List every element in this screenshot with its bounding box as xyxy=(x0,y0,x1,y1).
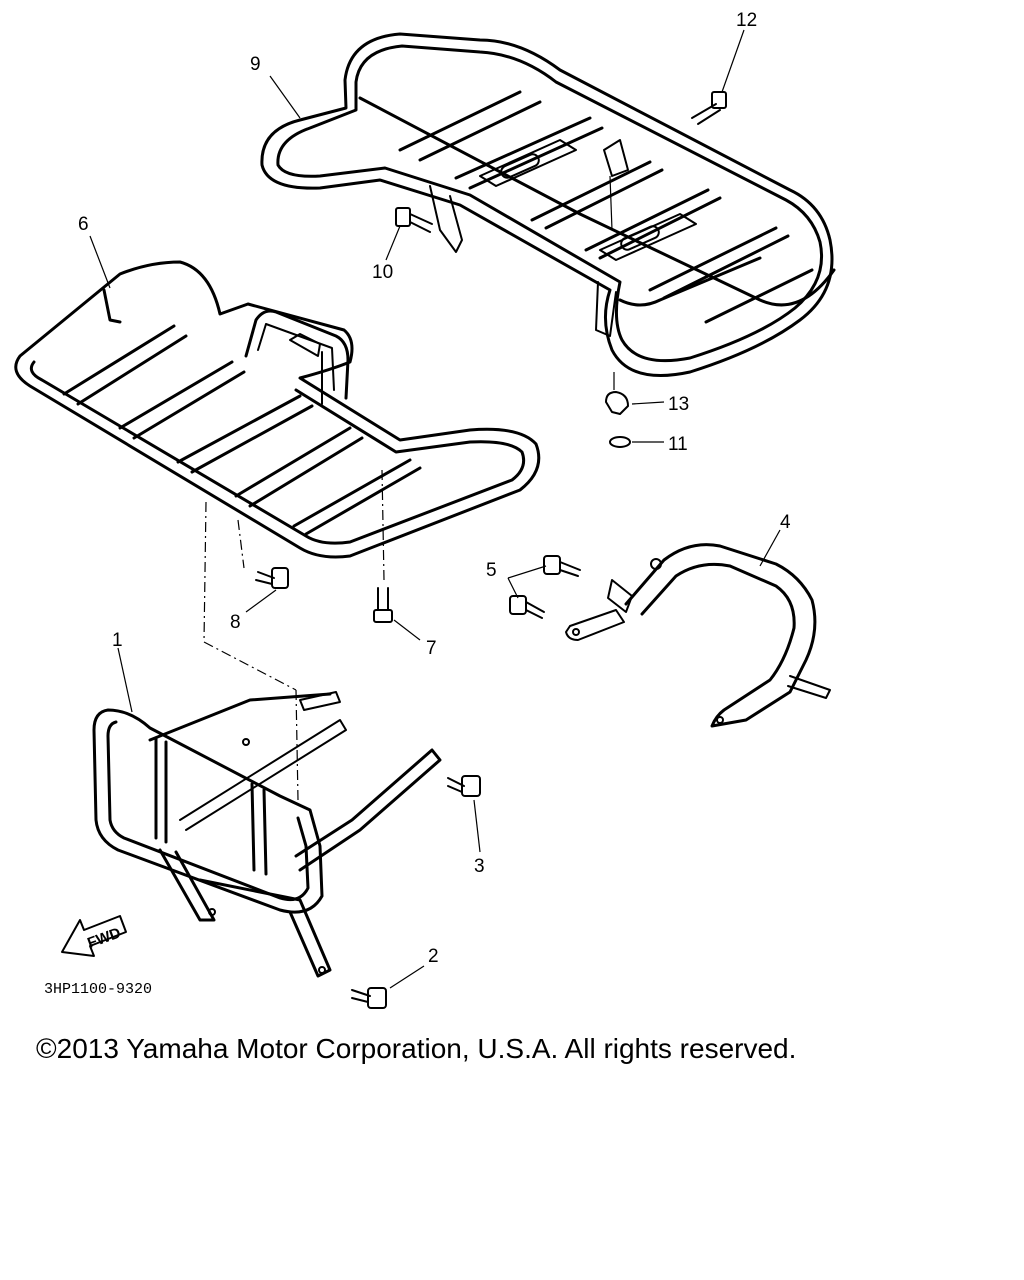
callout-2: 2 xyxy=(428,946,439,967)
bolt-part-10 xyxy=(385,207,433,261)
copyright-notice: ©2013 Yamaha Motor Corporation, U.S.A. A… xyxy=(36,1033,797,1064)
callout-1: 1 xyxy=(112,630,123,651)
pin-part-11 xyxy=(609,436,664,448)
bolt-part-2 xyxy=(351,965,425,1009)
part-code: 3HP1100-9320 xyxy=(44,981,152,998)
bolts-part-5 xyxy=(507,555,581,619)
callout-9: 9 xyxy=(250,54,261,75)
callout-10: 10 xyxy=(372,262,393,283)
callout-8: 8 xyxy=(230,612,241,633)
callout-11: 11 xyxy=(668,434,688,455)
bolt-part-7 xyxy=(373,469,421,641)
bolt-part-8 xyxy=(237,519,289,613)
front-guard-part-1 xyxy=(92,647,442,978)
stay-part-4 xyxy=(565,529,831,728)
callout-12: 12 xyxy=(736,10,757,31)
collar-part-13 xyxy=(605,372,665,415)
callout-3: 3 xyxy=(474,856,485,877)
callout-4: 4 xyxy=(780,512,791,533)
callout-13: 13 xyxy=(668,394,689,415)
parts-diagram: FWD 12 9 6 10 13 11 4 5 8 7 1 3 2 3HP110… xyxy=(14,10,836,1009)
bolt-part-3 xyxy=(447,775,481,853)
front-carrier-part-6 xyxy=(14,260,541,559)
callout-6: 6 xyxy=(78,214,89,235)
callout-7: 7 xyxy=(426,638,437,659)
fwd-arrow-icon: FWD xyxy=(61,915,127,957)
fwd-label: FWD xyxy=(85,924,123,952)
rear-carrier-part-9 xyxy=(260,32,836,377)
callout-5: 5 xyxy=(486,560,497,581)
bolt-part-12 xyxy=(691,29,745,125)
